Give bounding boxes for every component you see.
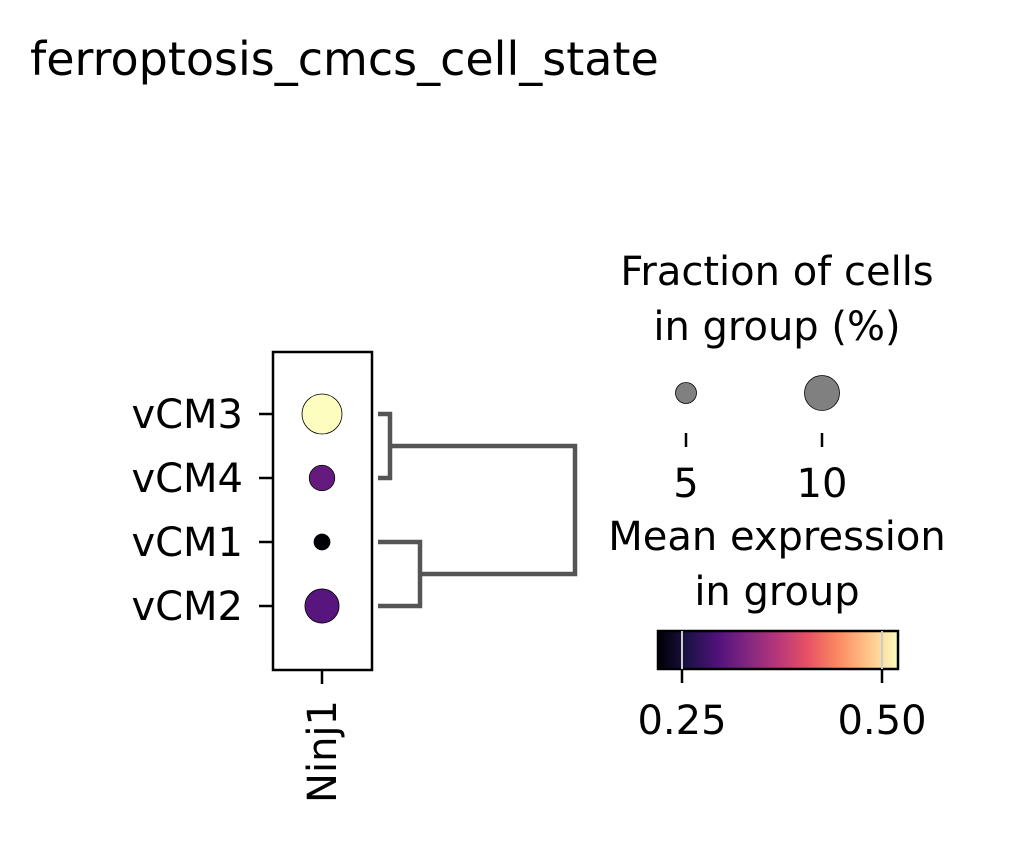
x-axis: Ninj1 (300, 670, 346, 803)
dendrogram-link-vcm1-vcm2 (378, 539, 423, 609)
dot-vcm4 (308, 464, 336, 492)
colorbar-tick-label: 0.25 (637, 698, 726, 744)
y-axis: vCM3 vCM4 vCM1 vCM2 (131, 392, 273, 630)
dots-layer (301, 393, 343, 624)
x-tick-label: Ninj1 (300, 700, 346, 803)
colorbar-tick-label: 0.50 (837, 698, 926, 744)
y-tick-label: vCM3 (131, 392, 243, 438)
y-tick-label: vCM2 (131, 584, 243, 630)
dot-vcm1 (313, 533, 331, 551)
size-legend-title-line2: in group (%) (653, 304, 900, 350)
y-tick-label: vCM4 (131, 456, 243, 502)
dendrogram-link-vcm3-vcm4 (378, 411, 393, 481)
colorbar (656, 629, 900, 671)
dot-vcm3 (301, 393, 343, 435)
color-legend: Mean expression in group 0.25 0.50 (608, 514, 945, 744)
dot-vcm2 (304, 588, 340, 624)
y-tick-label: vCM1 (131, 520, 243, 566)
color-legend-title-line1: Mean expression (608, 514, 945, 560)
size-legend-tick-label: 10 (797, 461, 848, 507)
size-legend-dot (675, 382, 697, 404)
size-legend-title-line1: Fraction of cells (620, 249, 933, 295)
size-legend-tick-label: 5 (673, 461, 698, 507)
size-legend: Fraction of cells in group (%) 5 10 (620, 249, 933, 507)
chart-title: ferroptosis_cmcs_cell_state (30, 32, 659, 86)
dendrogram (378, 411, 578, 609)
dendrogram-link-root (390, 443, 578, 577)
size-legend-dot (804, 375, 840, 411)
color-legend-title-line2: in group (694, 569, 859, 615)
